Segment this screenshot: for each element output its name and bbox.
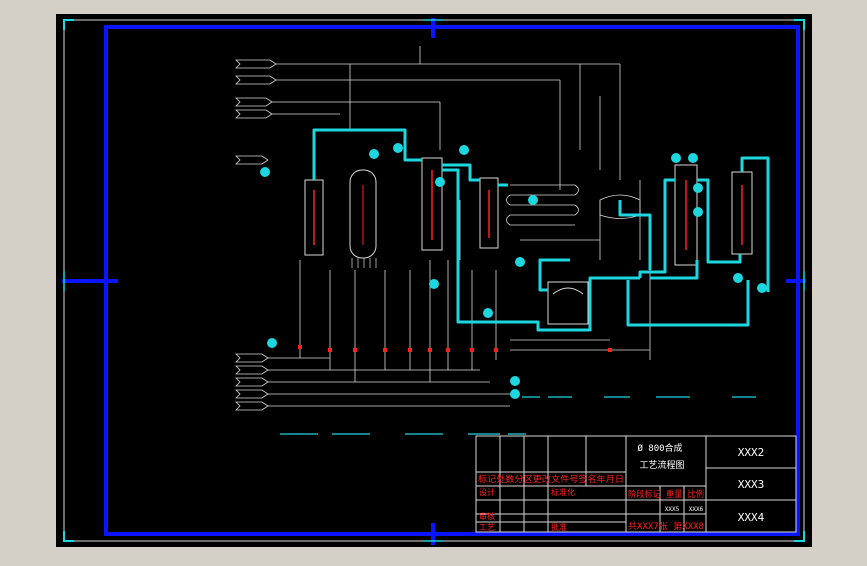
instrument-markers — [260, 143, 767, 399]
center-ticks — [63, 19, 805, 542]
label-standard: 标准化 — [551, 487, 575, 497]
revision-header: 标记处数分区更改文件号签名年月日 — [478, 474, 624, 485]
label-check: 审核 — [479, 511, 495, 521]
code-xxx2: XXX2 — [738, 446, 765, 459]
stage-label: 阶段标记 重量 比例 — [628, 489, 704, 500]
process-lines — [235, 46, 651, 411]
valves — [298, 345, 612, 352]
code-xxx4: XXX4 — [738, 511, 765, 524]
cyan-pipes — [312, 128, 770, 332]
center-marks — [62, 18, 806, 545]
label-design: 设计 — [479, 487, 495, 497]
title-line-1: Ø 800合成 — [637, 442, 682, 454]
sheet-count: 共XXX7张 第XXX8 — [628, 521, 704, 532]
code-xxx6: XXX6 — [689, 506, 704, 513]
outlet-markers — [280, 396, 756, 435]
title-block — [475, 435, 797, 533]
code-xxx3: XXX3 — [738, 478, 765, 491]
label-process: 工艺 — [479, 523, 495, 532]
title-line-2: 工艺流程图 — [639, 459, 684, 471]
corner-marks — [63, 19, 805, 542]
code-xxx5: XXX5 — [665, 506, 680, 513]
label-approve: 批准 — [551, 522, 567, 532]
